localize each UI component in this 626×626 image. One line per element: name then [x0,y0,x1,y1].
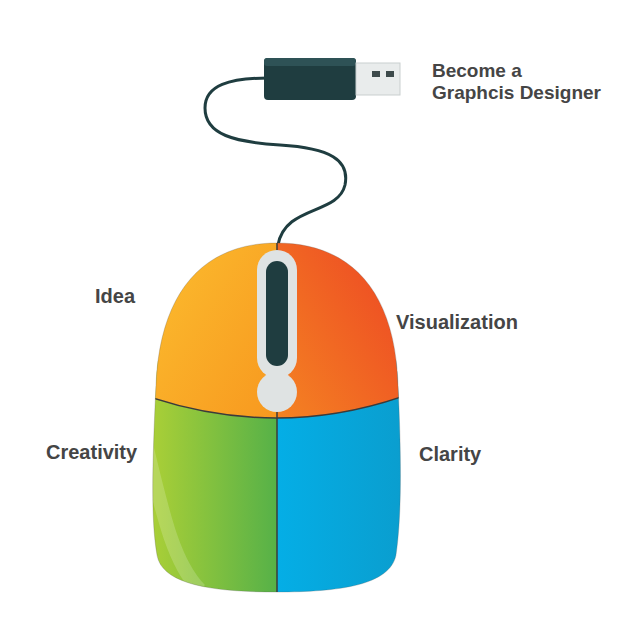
part-label: Clarity [419,443,481,466]
scroll-wheel [257,250,297,412]
mouse-body [130,230,420,610]
mouse-outline [153,243,401,592]
part-label: Creativity [46,441,137,464]
heading-text: Become a Graphcis Designer [432,60,606,104]
usb-plug [264,58,400,100]
part-label: Idea [95,285,135,308]
part-label: Visualization [396,311,518,334]
cable [205,78,346,245]
